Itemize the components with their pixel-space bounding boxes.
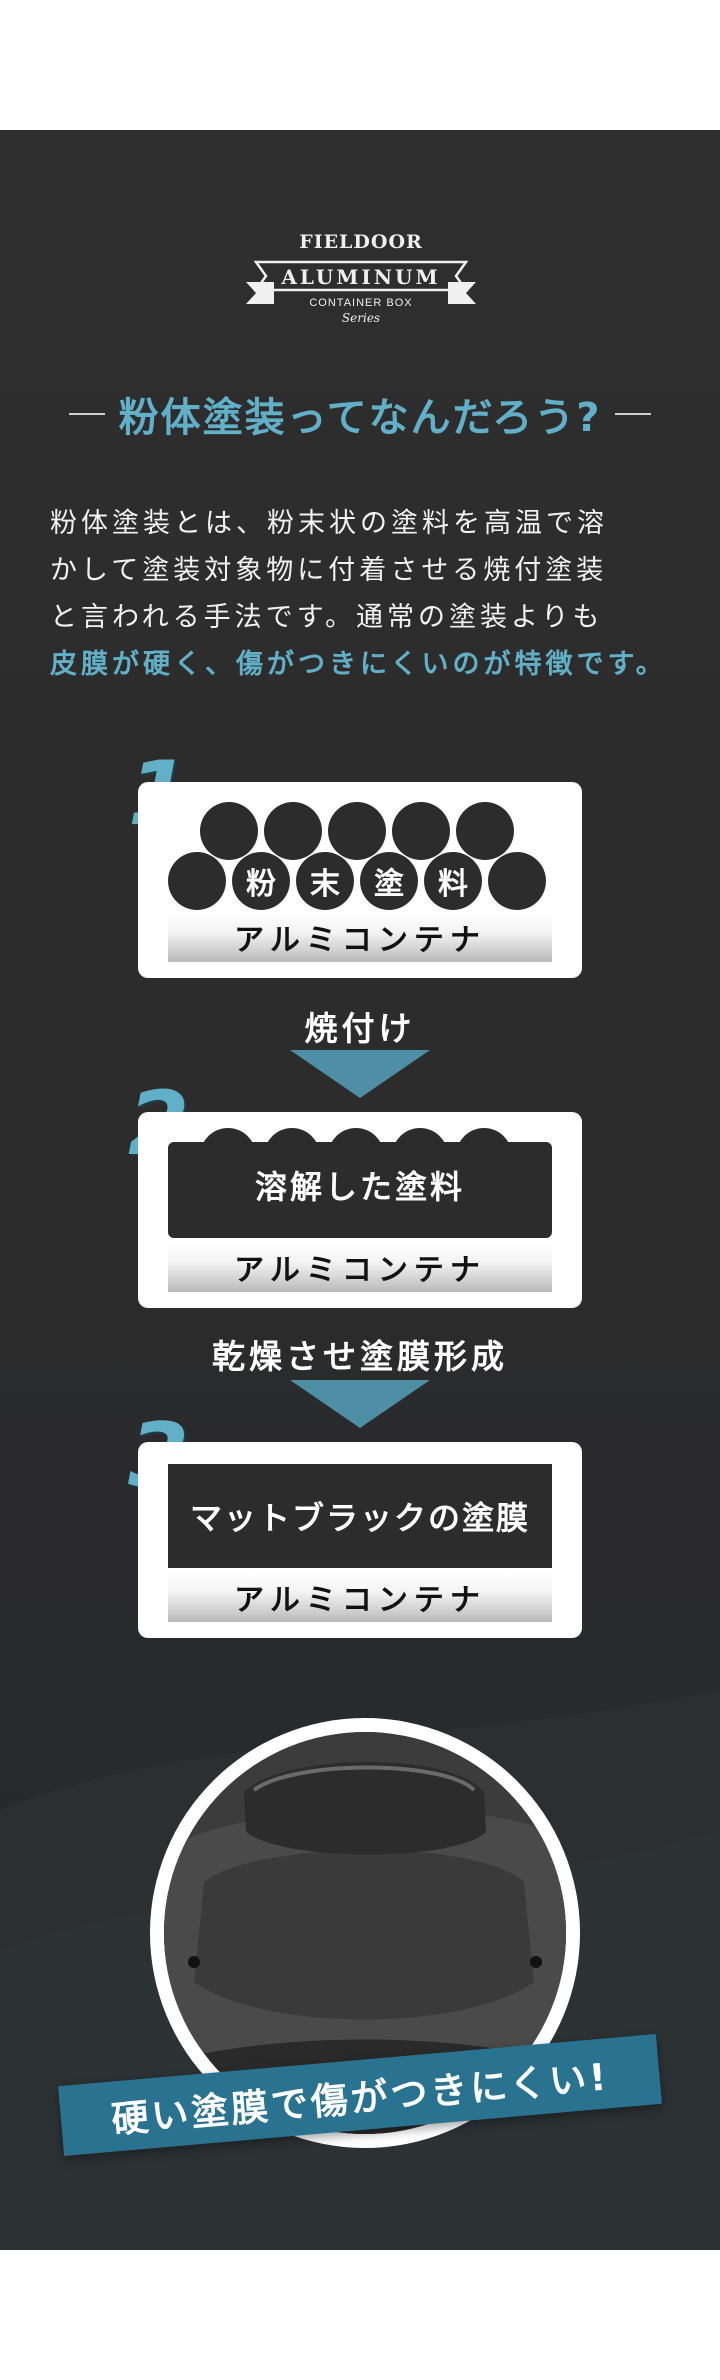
powder-ball bbox=[264, 802, 322, 860]
powder-ball bbox=[488, 852, 546, 910]
fieldoor-aluminum-logo: FIELDOOR ALUMINUM CONTAINER BOX Series bbox=[246, 231, 476, 325]
arrow-down-icon bbox=[290, 1050, 430, 1098]
powder-ball-label: 粉 bbox=[232, 852, 290, 910]
process-bake-label: 焼付け bbox=[304, 1009, 416, 1048]
powder-ball-label: 料 bbox=[424, 852, 482, 910]
headline-rule-left bbox=[68, 413, 105, 415]
container-base-label: アルミコンテナ bbox=[168, 912, 552, 962]
powder-ball bbox=[392, 802, 450, 860]
page-title: 粉体塗装ってなんだろう? bbox=[118, 395, 602, 441]
powder-ball bbox=[168, 852, 226, 910]
container-base-label: アルミコンテナ bbox=[168, 1242, 552, 1292]
process-dry-label: 乾燥させ塗膜形成 bbox=[212, 1337, 508, 1376]
logo-series: Series bbox=[342, 311, 380, 325]
headline-row: 粉体塗装ってなんだろう? bbox=[0, 384, 720, 444]
intro-line-1: 粉体塗装とは、粉末状の塗料を高温で溶 bbox=[50, 508, 608, 539]
powder-ball bbox=[328, 802, 386, 860]
intro-line-4: 皮膜が硬く、傷がつきにくいのが特徴です。 bbox=[50, 649, 667, 680]
container-base-label: アルミコンテナ bbox=[168, 1572, 552, 1622]
headline-rule-right bbox=[615, 413, 652, 415]
intro-text: 粉体塗装とは、粉末状の塗料を高温で溶 かして塗装対象物に付着させる焼付塗装 と言… bbox=[50, 500, 675, 688]
step-3-card: マットブラックの塗膜 アルミコンテナ bbox=[138, 1442, 582, 1638]
melted-coating-label: 溶解した塗料 bbox=[254, 1168, 465, 1206]
matte-black-coating: マットブラックの塗膜 bbox=[168, 1464, 552, 1568]
powder-ball bbox=[456, 802, 514, 860]
powder-ball-label: 塗 bbox=[360, 852, 418, 910]
melted-coating bbox=[168, 1142, 552, 1238]
powder-ball-label: 末 bbox=[296, 852, 354, 910]
step-1-card: 粉 末 塗 料 アルミコンテナ bbox=[138, 782, 582, 978]
powder-coating-section: FIELDOOR ALUMINUM CONTAINER BOX Series 粉… bbox=[0, 130, 720, 2250]
powder-ball bbox=[200, 802, 258, 860]
logo-brand: FIELDOOR bbox=[299, 231, 423, 253]
step-2-card: 溶解した塗料 アルミコンテナ bbox=[138, 1112, 582, 1308]
logo-product: ALUMINUM bbox=[280, 265, 440, 289]
logo-line: CONTAINER BOX bbox=[309, 297, 412, 309]
arrow-down-icon bbox=[290, 1380, 430, 1428]
intro-line-3: と言われる手法です。通常の塗装よりも bbox=[50, 602, 604, 633]
intro-line-2: かして塗装対象物に付着させる焼付塗装 bbox=[50, 555, 608, 586]
